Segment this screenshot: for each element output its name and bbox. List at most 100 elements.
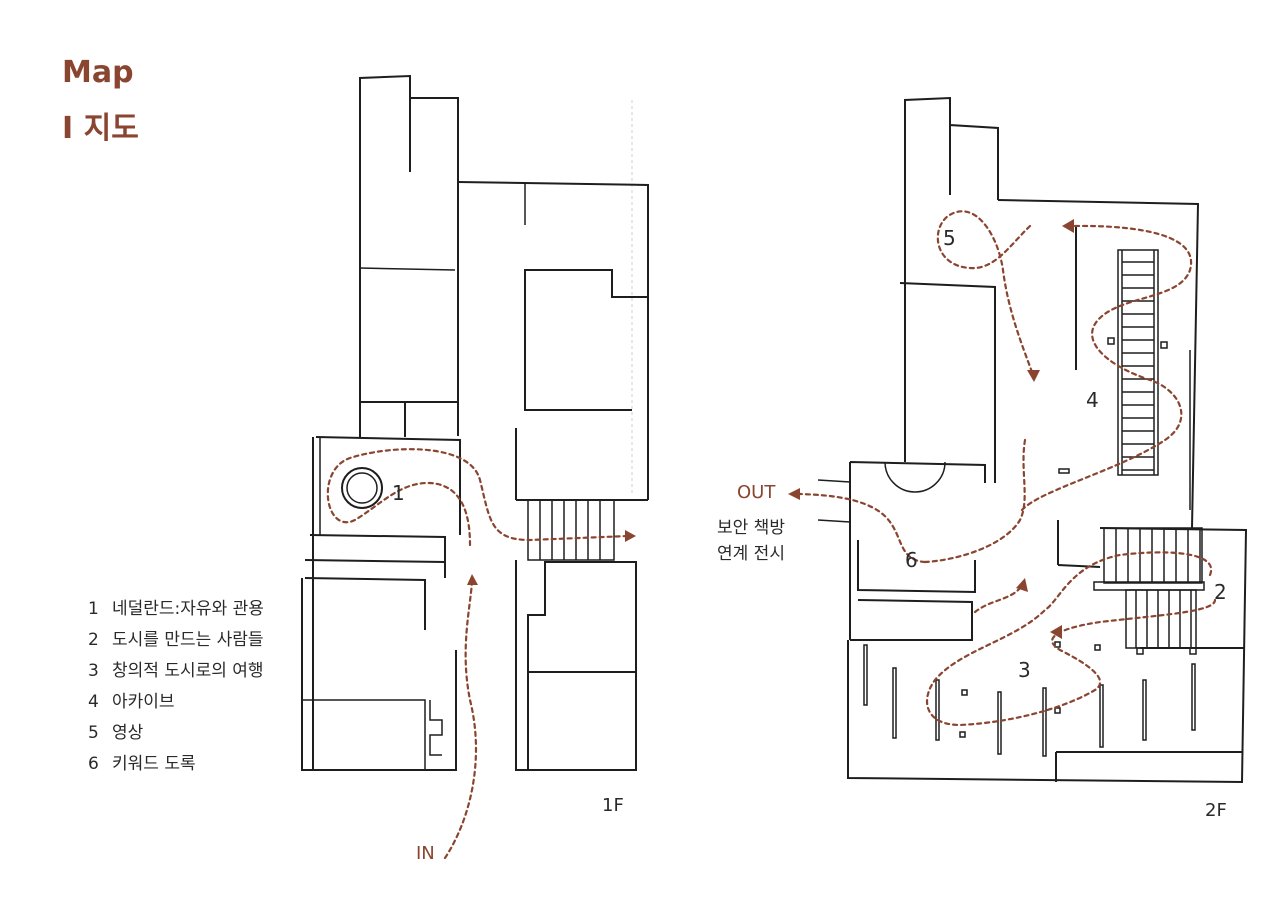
legend-label: 창의적 도시로의 여행 xyxy=(112,661,264,681)
wall-2f-outer-top xyxy=(997,199,1200,529)
wall-1f-room-top xyxy=(309,534,446,578)
exhibit-pedestal xyxy=(1054,707,1061,714)
arrow-head xyxy=(625,530,636,542)
shelf-peg xyxy=(1160,341,1168,349)
stairs-1f-outline xyxy=(527,499,615,561)
legend-item: 3 창의적 도시로의 여행 xyxy=(88,656,264,687)
route-entry-label: IN xyxy=(416,843,435,864)
exhibit-panel xyxy=(935,679,940,741)
legend-item: 5 영상 xyxy=(88,718,264,749)
route-1f-entry xyxy=(443,580,478,860)
exhibit-pedestal xyxy=(1094,644,1101,651)
small-marker xyxy=(1058,468,1070,474)
wall-1f-room-bottom xyxy=(301,578,457,771)
legend-label: 아카이브 xyxy=(112,692,175,712)
stairs-2f-lower xyxy=(1125,589,1197,649)
wall-1f-right-block xyxy=(457,181,649,500)
wall-2f-block6-inner xyxy=(850,540,976,641)
wall-1f-lower-right xyxy=(515,560,637,771)
exhibit-panel xyxy=(892,667,897,739)
legend-label: 네덜란드:자유와 관용 xyxy=(112,599,264,619)
zone-3-number: 3 xyxy=(1018,658,1031,682)
wall-2f-outer-bottom xyxy=(847,527,1248,784)
legend-item: 1 네덜란드:자유와 관용 xyxy=(88,594,264,625)
wall-2f-tower xyxy=(904,96,999,462)
wall-1f-partition xyxy=(359,267,456,271)
zone-4-number: 4 xyxy=(1086,388,1099,412)
exhibit-pedestal xyxy=(961,689,968,696)
route-2f-exit xyxy=(798,492,927,564)
wall-1f-inner-room xyxy=(524,269,648,411)
route-2f-upper xyxy=(936,210,1034,374)
exhibit-panel xyxy=(863,644,868,706)
wall-2f-arc xyxy=(884,461,946,493)
arrow-head xyxy=(1062,219,1074,233)
wall-2f-exit-door xyxy=(817,479,851,523)
legend-number: 1 xyxy=(88,599,99,619)
floorplan-1f xyxy=(301,74,649,860)
wall-1f-steps xyxy=(302,699,443,770)
stair-post xyxy=(1136,647,1144,655)
stairs-2f xyxy=(1057,520,1205,655)
route-2f-from3 xyxy=(973,586,1022,614)
legend-item: 6 키워드 도록 xyxy=(88,749,264,780)
route-2f-three xyxy=(926,551,1217,727)
legend-number: 6 xyxy=(88,754,99,774)
arrow-head xyxy=(1027,370,1040,382)
legend-label: 영상 xyxy=(112,723,144,743)
floorplan-2f xyxy=(788,96,1248,784)
wall-2f-room xyxy=(899,282,996,483)
exhibit-panel xyxy=(1099,684,1104,748)
wall-1f-left-wing xyxy=(312,436,461,770)
map-title-english: Map xyxy=(62,55,134,90)
exhibit-panel xyxy=(1042,687,1047,757)
floor-label-2f: 2F xyxy=(1205,800,1227,821)
floor-label-1f: 1F xyxy=(602,795,624,816)
wall-1f-room-mid xyxy=(304,559,446,630)
exhibit-panel xyxy=(997,691,1002,755)
arrow-head xyxy=(788,488,800,500)
legend-label: 키워드 도록 xyxy=(112,754,196,774)
legend-item: 2 도시를 만드는 사람들 xyxy=(88,625,264,656)
exhibit-panel xyxy=(1142,679,1147,741)
zone-legend: 1 네덜란드:자유와 관용 2 도시를 만드는 사람들 3 창의적 도시로의 여행 4… xyxy=(88,594,264,780)
exhibit-pedestal xyxy=(1054,641,1061,648)
bookstore-note-line: 보안 책방 xyxy=(717,518,785,538)
exhibit-circle xyxy=(341,467,383,509)
exhibit-panel xyxy=(1191,663,1196,731)
wall-1f-tower xyxy=(359,74,459,436)
zone-1-number: 1 xyxy=(392,481,405,505)
archive-shelf-outline xyxy=(1117,249,1159,476)
route-1f-loop xyxy=(326,448,630,547)
wall-2f-block6 xyxy=(849,461,986,640)
exhibit-pedestal xyxy=(959,731,966,738)
stairs-1f xyxy=(527,499,615,561)
legend-number: 5 xyxy=(88,723,99,743)
exhibit-panels xyxy=(863,641,1196,757)
exhibit-circle-inner xyxy=(346,472,378,504)
map-title-korean: I 지도 xyxy=(62,111,139,146)
bookstore-note: 보안 책방 연계 전시 xyxy=(717,516,785,567)
stair-post xyxy=(1189,647,1197,655)
stairs-2f-upper xyxy=(1103,527,1203,584)
archive-shelf xyxy=(1107,249,1168,476)
legend-label: 도시를 만드는 사람들 xyxy=(112,630,264,650)
arrow-head xyxy=(1050,625,1062,639)
legend-item: 4 아카이브 xyxy=(88,687,264,718)
wall-1f-lower-block xyxy=(359,401,458,437)
wall-2f-stair-bottom xyxy=(1057,564,1101,568)
shelf-peg xyxy=(1107,337,1115,345)
zone-5-number: 5 xyxy=(943,226,956,250)
arrow-head xyxy=(467,574,478,585)
legend-number: 3 xyxy=(88,661,99,681)
zone-2-number: 2 xyxy=(1214,580,1227,604)
bookstore-note-line: 연계 전시 xyxy=(717,543,785,564)
route-2f-archive xyxy=(1020,224,1193,512)
arrow-head xyxy=(1016,578,1028,592)
legend-number: 2 xyxy=(88,630,99,650)
route-exit-label: OUT xyxy=(737,482,776,503)
zone-6-number: 6 xyxy=(905,548,918,572)
route-2f-six xyxy=(923,438,1027,564)
legend-number: 4 xyxy=(88,692,99,712)
